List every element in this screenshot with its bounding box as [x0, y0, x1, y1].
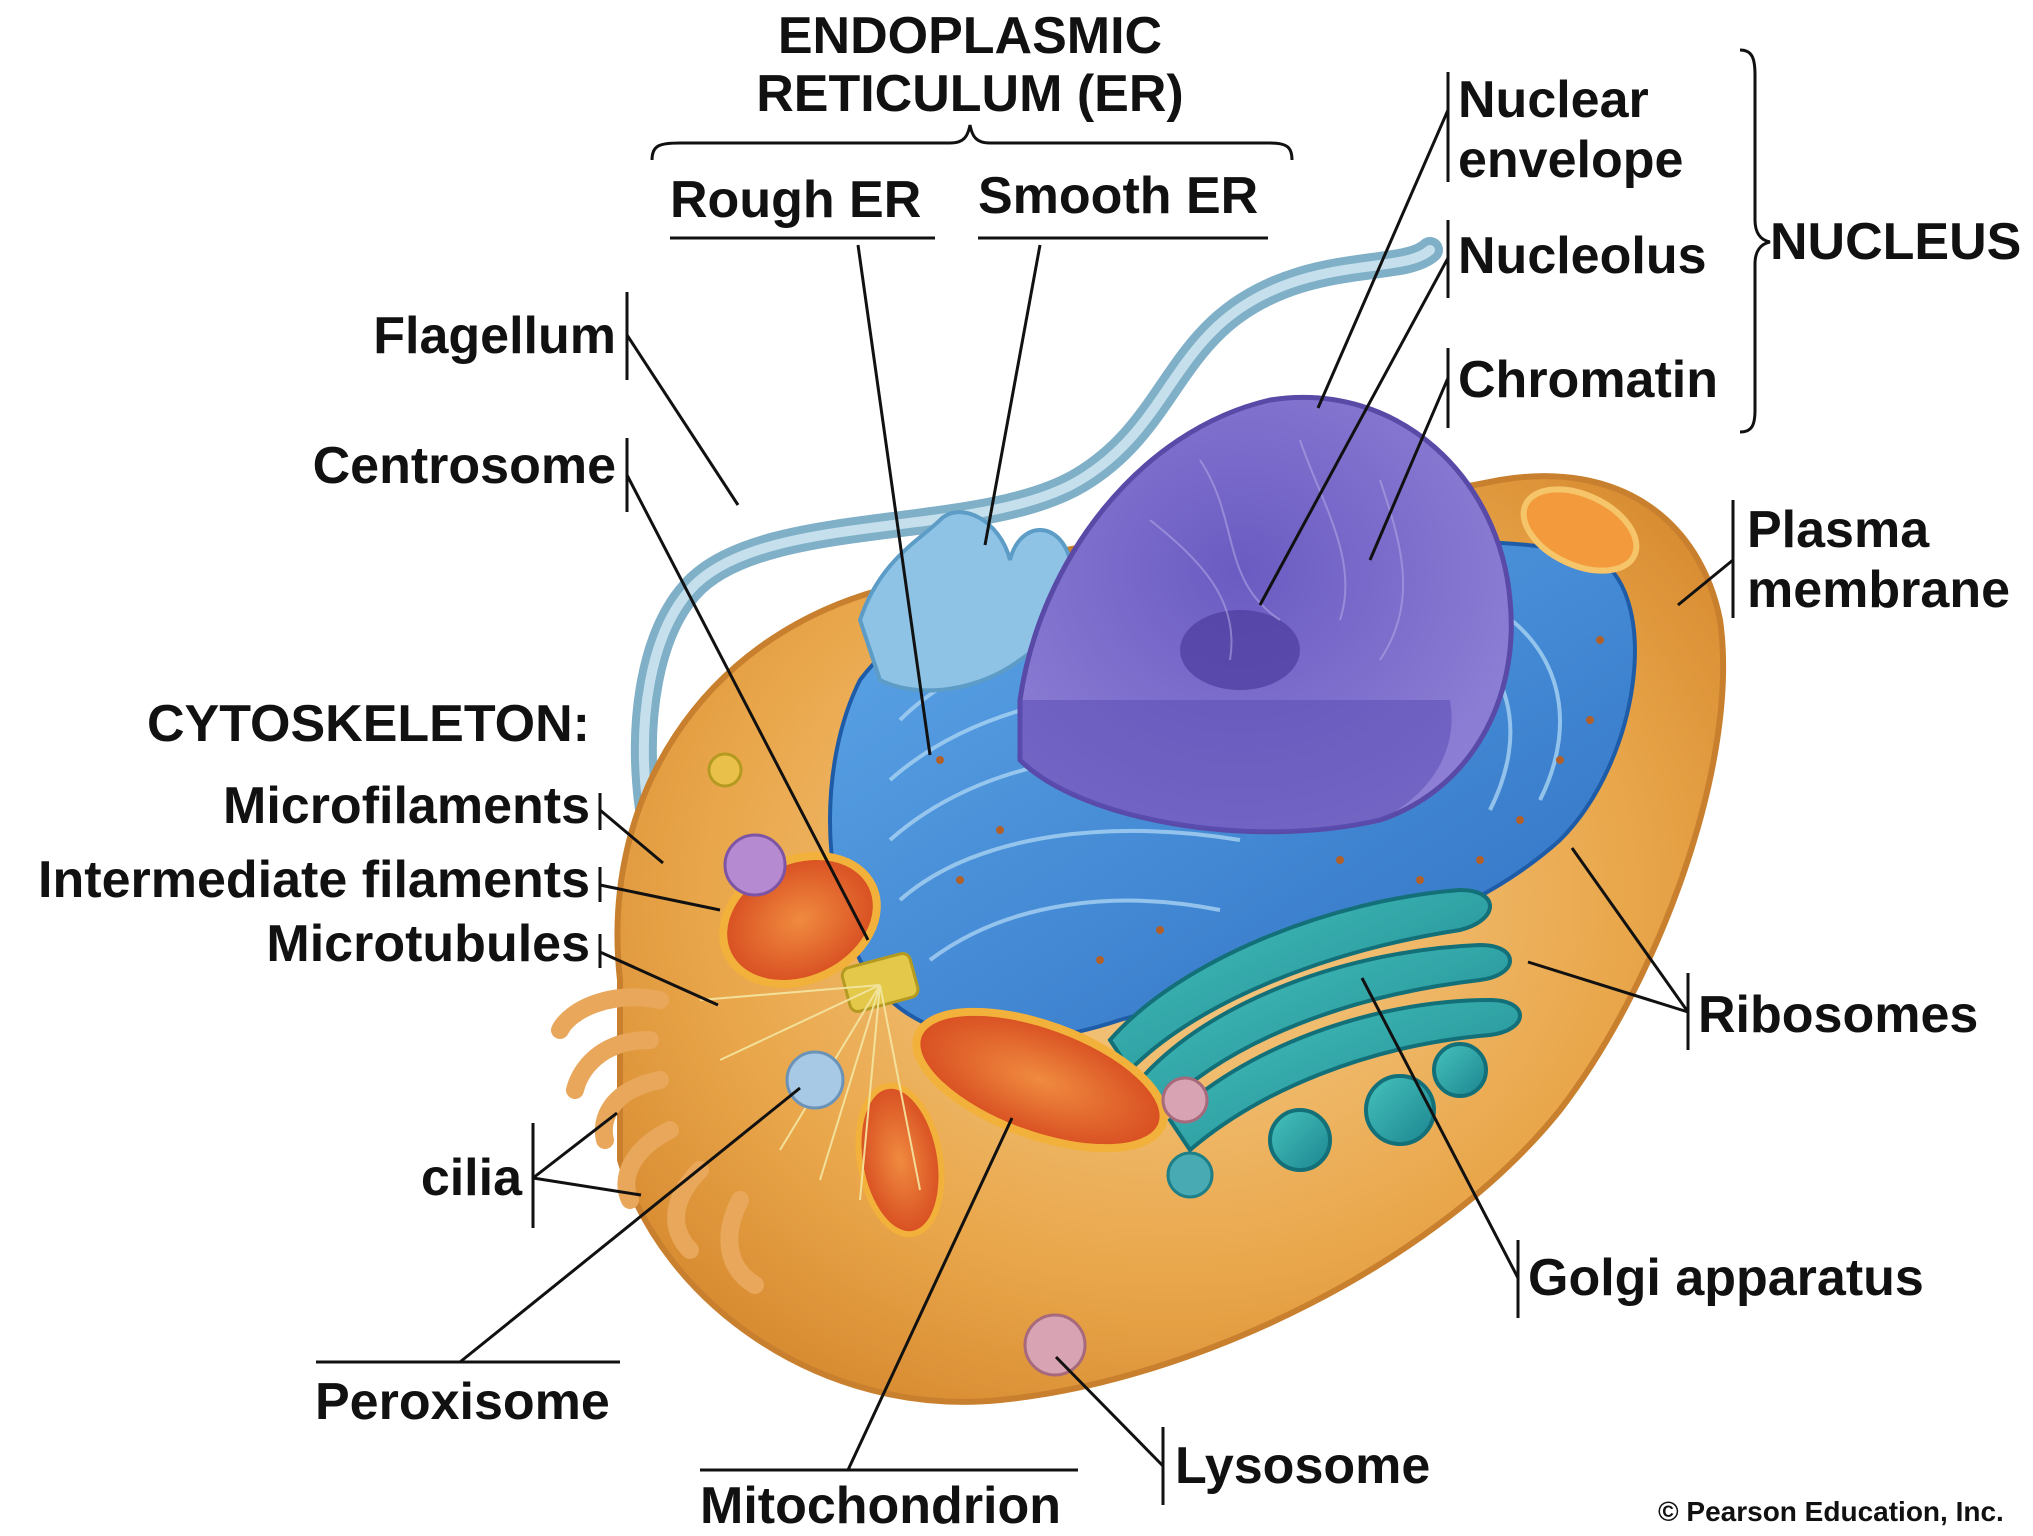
nucleolus-shape	[1180, 610, 1300, 690]
label-plasma-membrane-1: Plasma	[1747, 500, 1929, 560]
label-plasma-membrane-2: membrane	[1747, 560, 2010, 620]
label-mitochondrion: Mitochondrion	[700, 1476, 1061, 1536]
label-intermediate-filaments: Intermediate filaments	[0, 850, 590, 910]
label-nuclear-envelope-2: envelope	[1458, 130, 1683, 190]
label-microtubules: Microtubules	[100, 914, 590, 974]
er-title-line-1: ENDOPLASMIC	[770, 6, 1170, 66]
label-smooth-er: Smooth ER	[978, 166, 1258, 226]
label-ribosomes: Ribosomes	[1698, 985, 1978, 1045]
label-microfilaments: Microfilaments	[100, 776, 590, 836]
label-cytoskeleton: CYTOSKELETON:	[100, 694, 590, 754]
label-nucleus: NUCLEUS	[1770, 212, 2021, 272]
vesicle-shape-1	[725, 835, 785, 895]
label-flagellum: Flagellum	[300, 306, 616, 366]
vesicle-shape-4	[709, 754, 741, 786]
label-nucleolus: Nucleolus	[1458, 226, 1707, 286]
label-peroxisome: Peroxisome	[315, 1372, 610, 1432]
label-golgi-apparatus: Golgi apparatus	[1528, 1248, 1924, 1308]
lysosome-shape	[1025, 1315, 1085, 1375]
vesicle-shape-2	[1163, 1078, 1207, 1122]
er-title-line-2: RETICULUM (ER)	[720, 64, 1220, 124]
label-cilia: cilia	[300, 1148, 522, 1208]
copyright-notice: © Pearson Education, Inc.	[1658, 1495, 2004, 1529]
label-lysosome: Lysosome	[1175, 1436, 1430, 1496]
label-rough-er: Rough ER	[670, 170, 921, 230]
label-centrosome: Centrosome	[260, 436, 616, 496]
vesicle-shape-3	[1168, 1153, 1212, 1197]
label-chromatin: Chromatin	[1458, 350, 1718, 410]
label-nuclear-envelope-1: Nuclear	[1458, 70, 1649, 130]
peroxisome-shape	[787, 1052, 843, 1108]
